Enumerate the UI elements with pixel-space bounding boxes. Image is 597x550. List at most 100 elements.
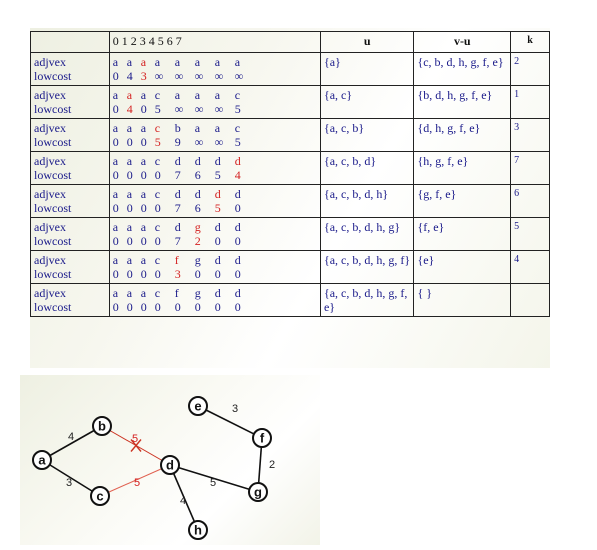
lowcost-cell: 0 — [126, 168, 133, 182]
node-circle — [92, 416, 112, 436]
node-label: c — [96, 489, 103, 504]
lowcost-cell: 0 — [234, 300, 241, 314]
vu-set-cell: {h, g, f, e} — [413, 151, 512, 185]
lowcost-cell: ∞ — [174, 69, 184, 83]
edge-weight-f-g: 2 — [269, 459, 275, 471]
lowcost-cell: 3 — [140, 69, 147, 83]
edge-weight-a-c: 3 — [66, 477, 72, 489]
lowcost-cell: 0 — [154, 300, 161, 314]
adjvex-cell: f — [174, 253, 179, 267]
node-label: d — [166, 458, 174, 473]
lowcost-cell: 0 — [126, 201, 133, 215]
vu-set-cell: {d, h, g, f, e} — [413, 118, 512, 152]
vu-set-cell: {b, d, h, g, f, e} — [413, 85, 512, 119]
adjvex-cell: d — [214, 154, 221, 168]
adjvex-label: adjvex — [34, 88, 66, 102]
lowcost-cell: ∞ — [234, 69, 244, 83]
node-label: h — [194, 523, 202, 538]
lowcost-cell: ∞ — [154, 69, 164, 83]
k-cell — [510, 283, 550, 317]
adjvex-cell: d — [174, 154, 181, 168]
adjvex-cell: c — [154, 121, 161, 135]
lowcost-cell: 0 — [126, 267, 133, 281]
adjvex-cell: c — [234, 121, 241, 135]
edge-a-c — [41, 459, 101, 497]
k-cell: 5 — [510, 217, 550, 251]
node-label: g — [254, 485, 262, 500]
lowcost-label: lowcost — [34, 168, 72, 182]
node-label: f — [260, 431, 265, 446]
adjvex-cell: a — [112, 253, 119, 267]
adjvex-cell: a — [126, 154, 133, 168]
adjvex-cell: d — [214, 187, 221, 201]
adjvex-label: adjvex — [34, 55, 66, 69]
adjvex-cell: d — [214, 286, 221, 300]
node-circle — [188, 520, 208, 540]
adjvex-cell: d — [174, 187, 181, 201]
lowcost-cell: 4 — [126, 69, 133, 83]
adjvex-cell: a — [112, 187, 119, 201]
adjvex-cell: a — [126, 121, 133, 135]
lowcost-cell: 2 — [194, 234, 201, 248]
node-circle — [248, 482, 268, 502]
adjvex-cell: c — [154, 253, 161, 267]
adjvex-cell: b — [174, 121, 181, 135]
adjvex-cell: f — [174, 286, 179, 300]
adjvex-cell: d — [234, 187, 241, 201]
lowcost-cell: 0 — [126, 300, 133, 314]
adjvex-cell: g — [194, 286, 201, 300]
adjvex-cell: a — [194, 121, 201, 135]
adjvex-cell: a — [112, 121, 119, 135]
adjvex-cell: c — [154, 88, 161, 102]
k-cell: 7 — [510, 151, 550, 185]
node-circle — [252, 428, 272, 448]
lowcost-cell: 7 — [174, 234, 181, 248]
adjvex-cell: g — [194, 220, 201, 234]
lowcost-cell: 5 — [214, 201, 221, 215]
adjvex-cell: a — [140, 88, 147, 102]
lowcost-cell: ∞ — [194, 69, 204, 83]
adjvex-cell: a — [112, 220, 119, 234]
lowcost-cell: 0 — [140, 201, 147, 215]
adjvex-cell: a — [112, 286, 119, 300]
adjvex-cell: a — [140, 286, 147, 300]
adjvex-cell: d — [214, 253, 221, 267]
adjvex-label: adjvex — [34, 220, 66, 234]
adjvex-cell: c — [154, 187, 161, 201]
lowcost-cell: 0 — [112, 168, 119, 182]
u-set-cell: {a, c} — [319, 85, 415, 119]
lowcost-cell: 5 — [214, 168, 221, 182]
adjvex-cell: d — [194, 187, 201, 201]
lowcost-cell: 0 — [140, 168, 147, 182]
node-e: e — [188, 396, 208, 416]
k-cell: 1 — [510, 85, 550, 119]
lowcost-cell: 0 — [112, 234, 119, 248]
lowcost-cell: 0 — [112, 102, 119, 116]
lowcost-cell: 0 — [174, 300, 181, 314]
lowcost-cell: 0 — [126, 234, 133, 248]
adjvex-cell: a — [214, 55, 221, 69]
adjvex-cell: a — [112, 88, 119, 102]
u-set-cell: {a, c, b, d, h, g, f} — [319, 250, 415, 284]
k-cell: 6 — [510, 184, 550, 218]
adjvex-cell: a — [126, 253, 133, 267]
u-set-cell: {a, c, b, d} — [319, 151, 415, 185]
lowcost-cell: 0 — [140, 102, 147, 116]
lowcost-label: lowcost — [34, 300, 72, 314]
lowcost-cell: ∞ — [214, 69, 224, 83]
adjvex-cell: d — [174, 220, 181, 234]
adjvex-cell: a — [126, 220, 133, 234]
